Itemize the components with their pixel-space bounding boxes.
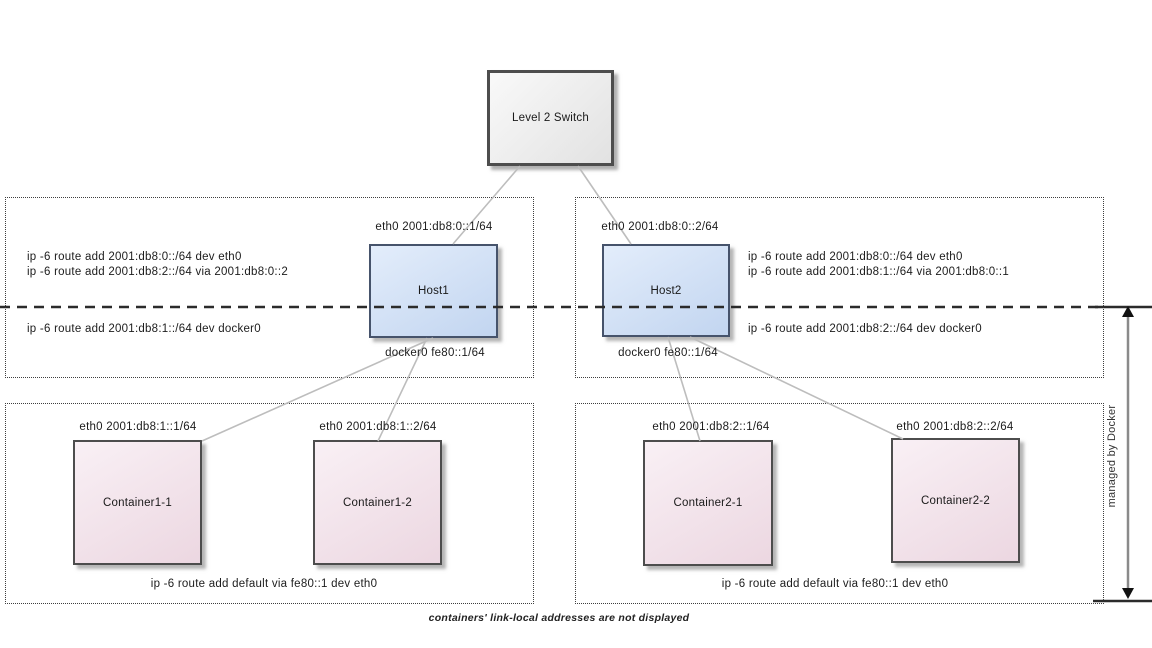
footnote: containers' link-local addresses are not… (428, 612, 690, 624)
host2-docker0-label: docker0 fe80::1/64 (618, 347, 718, 359)
container2-2-node: Container2-2 (891, 438, 1020, 563)
container2-2-label: Container2-2 (921, 494, 990, 507)
host2-node: Host2 (602, 244, 730, 337)
container2-1-node: Container2-1 (643, 440, 773, 566)
container2-1-eth0-label: eth0 2001:db8:2::1/64 (652, 421, 770, 433)
container1-2-node: Container1-2 (313, 440, 442, 565)
host1-route-via: ip -6 route add 2001:db8:2::/64 via 2001… (27, 265, 288, 278)
container1-1-label: Container1-1 (103, 496, 172, 509)
container1-2-eth0-label: eth0 2001:db8:1::2/64 (319, 421, 437, 433)
host2-route-net: ip -6 route add 2001:db8:0::/64 dev eth0 (748, 251, 963, 263)
host1-node: Host1 (369, 244, 498, 338)
host1-route-net: ip -6 route add 2001:db8:0::/64 dev eth0 (27, 251, 242, 263)
host1-global-routes: ip -6 route add 2001:db8:0::/64 dev eth0… (27, 250, 288, 279)
level2-switch-node: Level 2 Switch (487, 70, 614, 166)
host1-label: Host1 (417, 285, 450, 297)
container2-1-label: Container2-1 (673, 497, 743, 509)
host2-global-routes: ip -6 route add 2001:db8:0::/64 dev eth0… (748, 250, 1009, 279)
arrow-down-icon (1122, 588, 1134, 599)
host2-docker-route: ip -6 route add 2001:db8:2::/64 dev dock… (748, 323, 982, 335)
container1-1-node: Container1-1 (73, 440, 202, 565)
containers1-default-route: ip -6 route add default via fe80::1 dev … (150, 578, 378, 590)
containers2-default-route: ip -6 route add default via fe80::1 dev … (721, 578, 949, 590)
arrow-up-icon (1122, 306, 1134, 317)
host2-eth0-label: eth0 2001:db8:0::2/64 (601, 221, 719, 233)
host1-docker-route: ip -6 route add 2001:db8:1::/64 dev dock… (27, 323, 261, 335)
host2-label: Host2 (650, 284, 682, 297)
container2-2-eth0-label: eth0 2001:db8:2::2/64 (896, 421, 1014, 433)
managed-by-docker-label: managed by Docker (1106, 404, 1118, 508)
host2-route-via: ip -6 route add 2001:db8:1::/64 via 2001… (748, 265, 1009, 278)
container1-2-label: Container1-2 (343, 496, 412, 509)
host1-docker0-label: docker0 fe80::1/64 (385, 347, 485, 359)
host1-eth0-label: eth0 2001:db8:0::1/64 (375, 221, 493, 233)
switch-label: Level 2 Switch (512, 112, 589, 124)
container1-1-eth0-label: eth0 2001:db8:1::1/64 (79, 421, 197, 433)
